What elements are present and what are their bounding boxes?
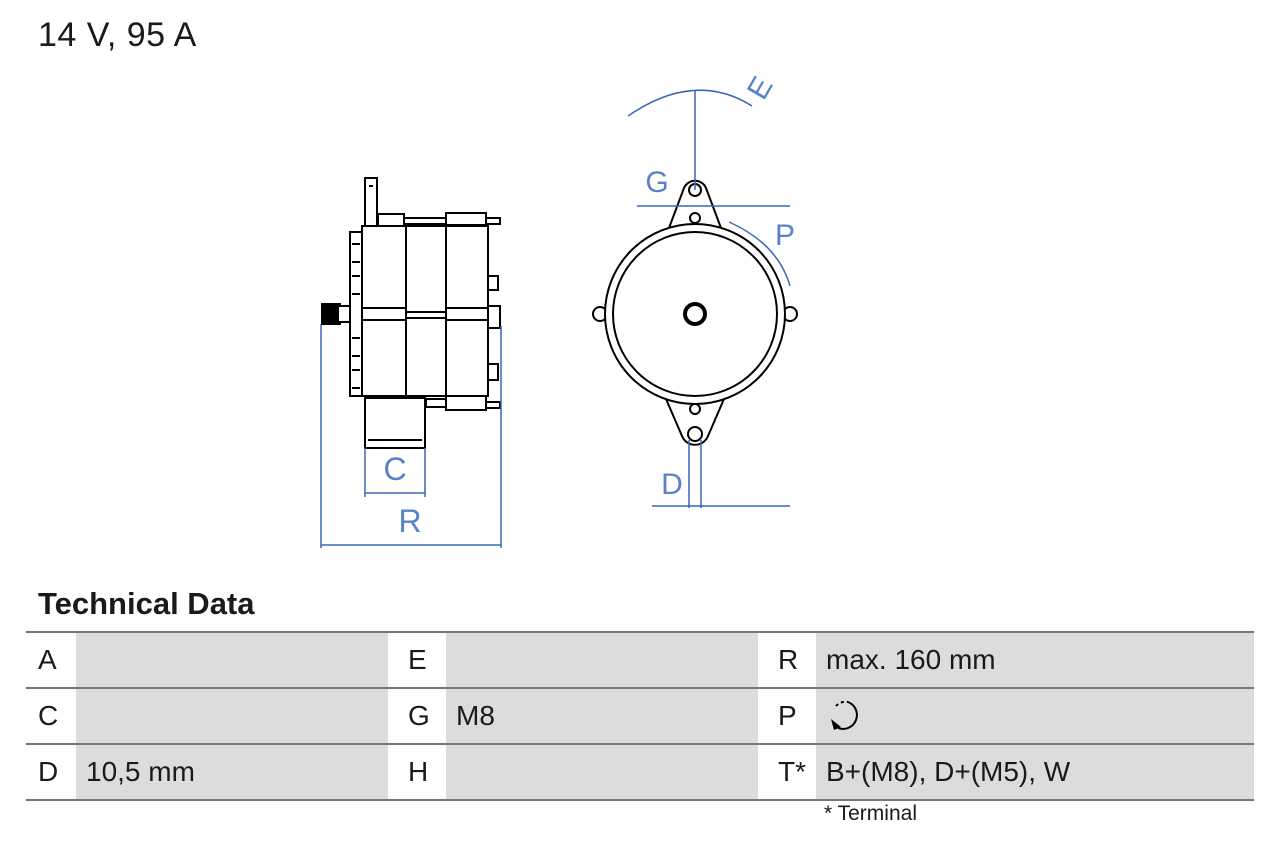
value-g: M8	[446, 689, 758, 743]
side-view	[321, 177, 501, 449]
side-view-dimensions	[320, 324, 502, 548]
svg-text:D: D	[661, 468, 683, 501]
key-c: C	[26, 689, 76, 743]
table-row: C G M8 P	[26, 689, 1254, 745]
alternator-drawing: C R G P D E	[320, 71, 798, 548]
value-h	[446, 745, 758, 799]
value-d: 10,5 mm	[76, 745, 388, 799]
key-h: H	[388, 745, 446, 799]
svg-text:G: G	[645, 166, 668, 199]
key-a: A	[26, 633, 76, 687]
page-title: 14 V, 95 A	[38, 16, 197, 54]
table-row: D 10,5 mm H T* B+(M8), D+(M5), W	[26, 745, 1254, 801]
footnote: * Terminal	[824, 802, 917, 825]
svg-text:R: R	[398, 503, 421, 539]
value-r: max. 160 mm	[816, 633, 1254, 687]
technical-data-table: A E R max. 160 mm C G M8 P D 10,5 mm H T…	[26, 631, 1254, 801]
front-view-dimensions	[627, 89, 791, 508]
section-title: Technical Data	[38, 586, 255, 621]
front-view	[592, 179, 798, 446]
value-a	[76, 633, 388, 687]
key-p: P	[758, 689, 816, 743]
value-e	[446, 633, 758, 687]
key-g: G	[388, 689, 446, 743]
svg-text:C: C	[383, 451, 406, 487]
key-t: T*	[758, 745, 816, 799]
svg-text:E: E	[741, 71, 780, 105]
value-t: B+(M8), D+(M5), W	[816, 745, 1254, 799]
rotation-clockwise-icon	[831, 700, 858, 730]
value-p	[816, 689, 1254, 743]
value-c	[76, 689, 388, 743]
key-r: R	[758, 633, 816, 687]
key-e: E	[388, 633, 446, 687]
table-row: A E R max. 160 mm	[26, 633, 1254, 689]
key-d: D	[26, 745, 76, 799]
svg-text:P: P	[775, 219, 795, 252]
